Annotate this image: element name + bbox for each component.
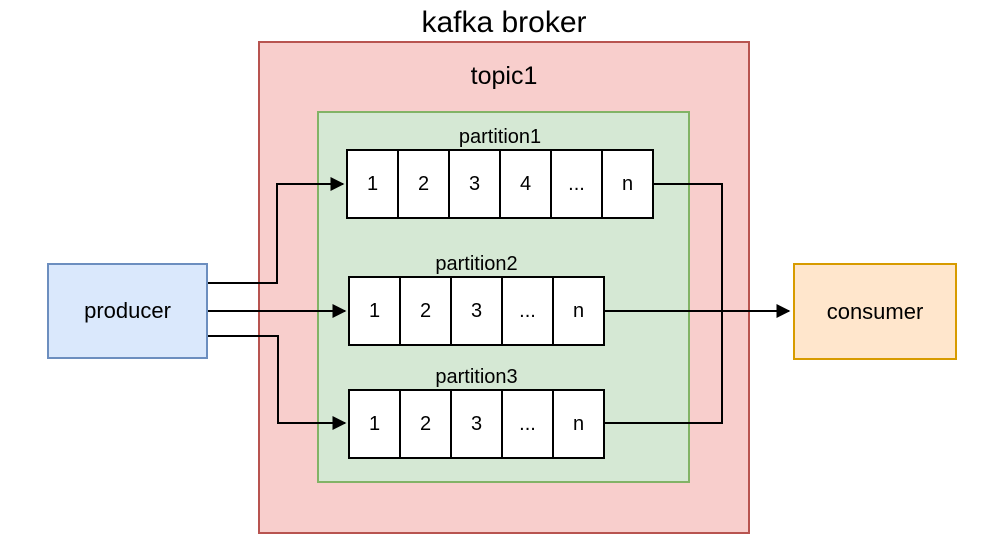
consumer-label: consumer xyxy=(826,298,924,324)
diagram-title: kafka broker xyxy=(421,6,587,39)
partition-cell: n xyxy=(601,149,654,219)
partition1-cells-row: 1 2 3 4 ... n xyxy=(346,149,654,219)
partition1-label: partition1 xyxy=(458,126,542,148)
partition-cell: ... xyxy=(501,276,554,346)
partition2-cells-row: 1 2 3 ... n xyxy=(348,276,605,346)
partition-cell: 1 xyxy=(348,276,401,346)
partition-cell: ... xyxy=(501,389,554,459)
partition-cell: 1 xyxy=(348,389,401,459)
producer-box: producer xyxy=(47,263,208,359)
partition-cell: 1 xyxy=(346,149,399,219)
partition-cell: 3 xyxy=(450,276,503,346)
partition-cell: 3 xyxy=(448,149,501,219)
topic-label: topic1 xyxy=(470,62,538,90)
consumer-box: consumer xyxy=(793,263,957,360)
producer-label: producer xyxy=(84,298,171,323)
partition-cell: n xyxy=(552,389,605,459)
partition3-cells-row: 1 2 3 ... n xyxy=(348,389,605,459)
partition3-label: partition3 xyxy=(435,366,518,388)
partition-cell: 4 xyxy=(499,149,552,219)
partition-cell: ... xyxy=(550,149,603,219)
partition-cell: 2 xyxy=(397,149,450,219)
partition-cell: 3 xyxy=(450,389,503,459)
partition2-label: partition2 xyxy=(435,253,518,275)
partition-cell: 2 xyxy=(399,276,452,346)
partition-cell: n xyxy=(552,276,605,346)
partition-cell: 2 xyxy=(399,389,452,459)
